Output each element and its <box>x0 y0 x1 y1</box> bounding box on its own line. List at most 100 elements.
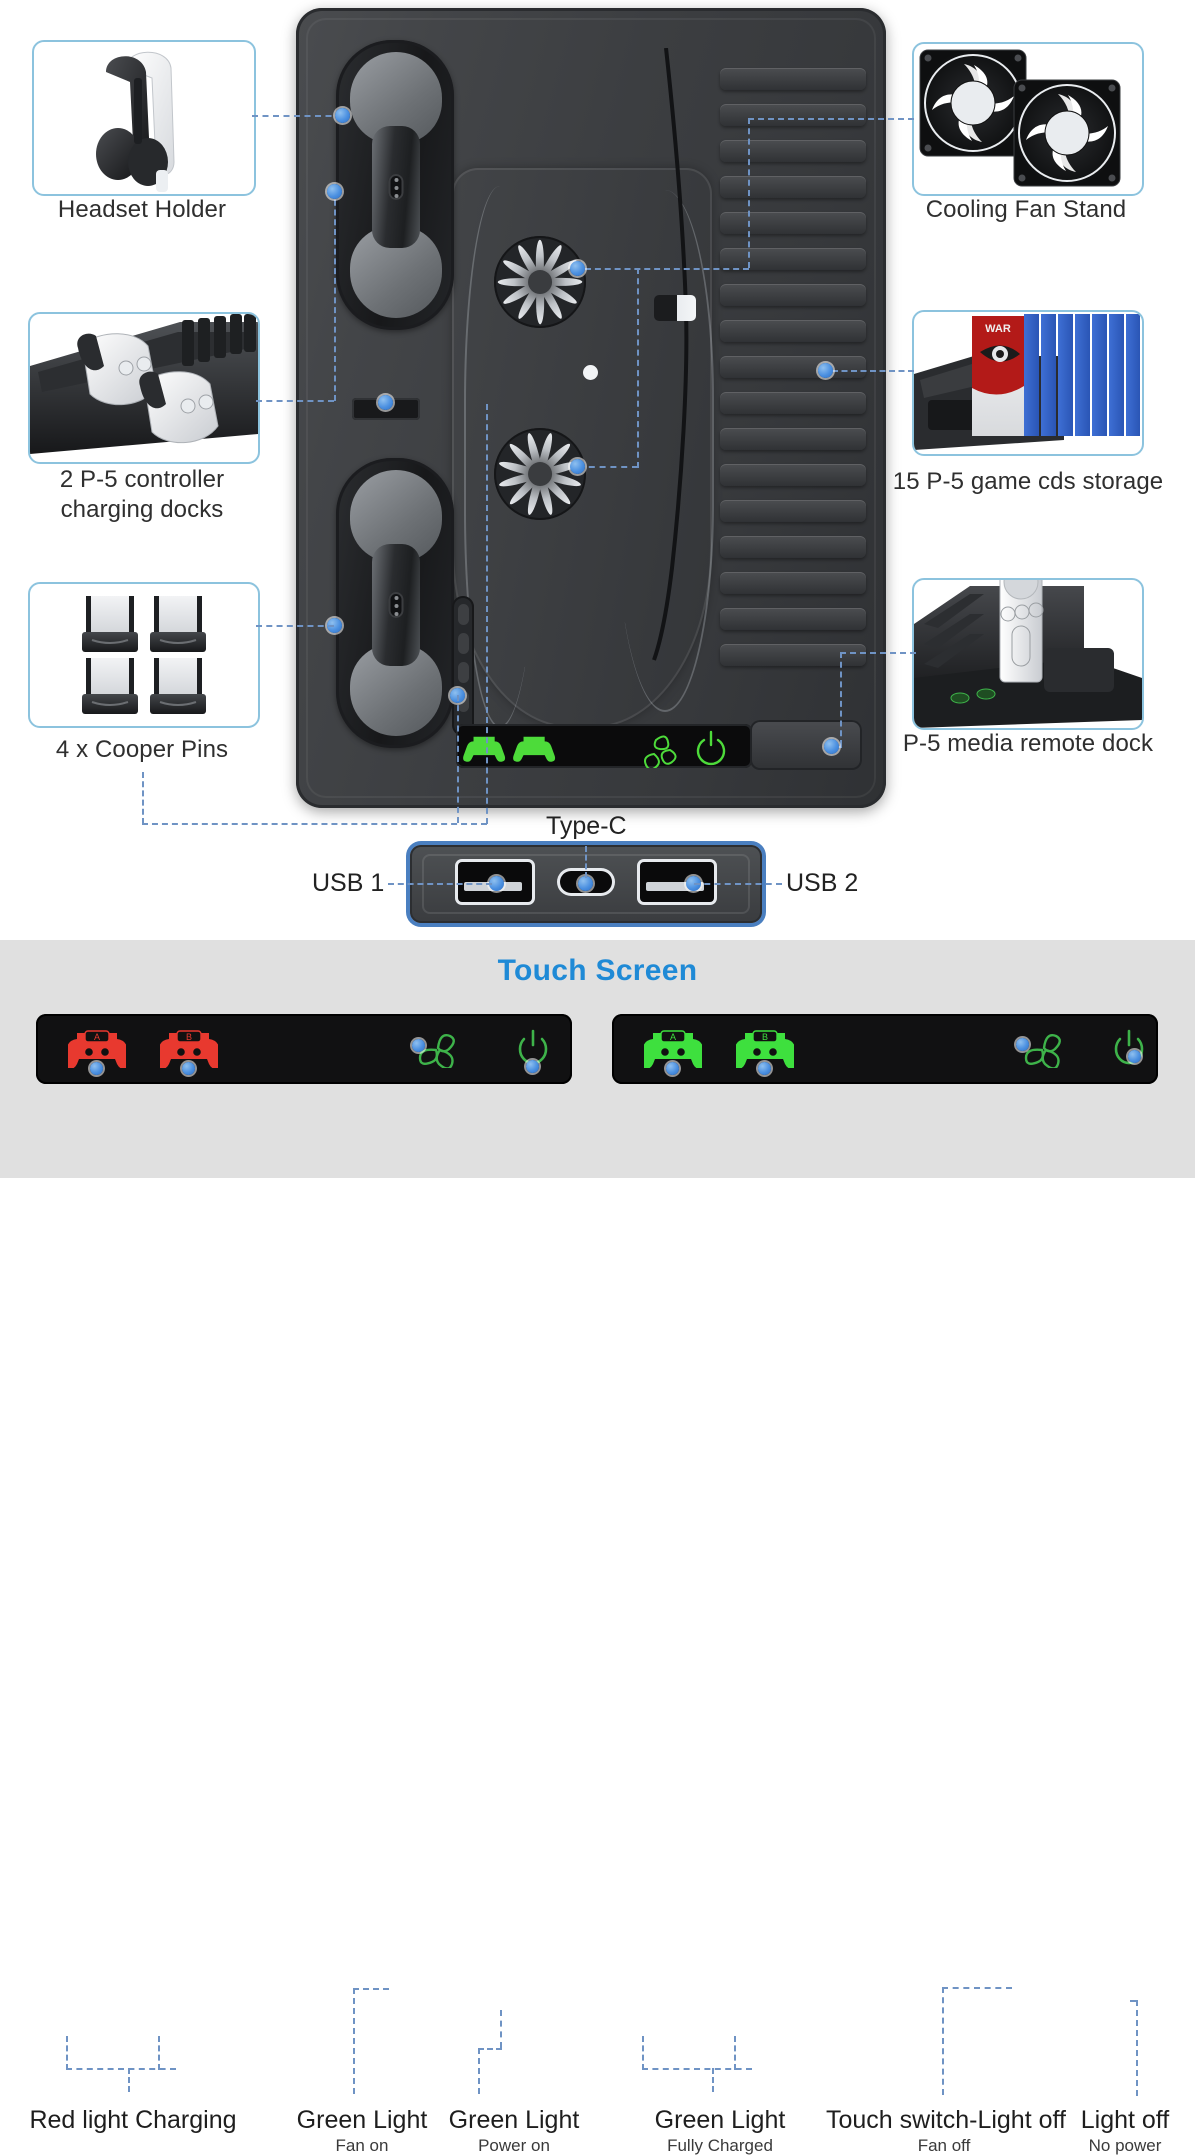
stand-fan-top <box>494 236 586 328</box>
connector-cooling-fan-h3 <box>578 466 638 468</box>
svg-text:B: B <box>186 1032 192 1042</box>
callout-headset-holder-label: Headset Holder <box>57 196 227 223</box>
connector-right-charging-drop <box>712 2068 714 2092</box>
hotspot-left-controller-a[interactable] <box>90 1062 103 1075</box>
controller-b-green-icon: B <box>736 1030 794 1068</box>
cradle-bar <box>372 126 420 248</box>
svg-text:A: A <box>94 1032 100 1042</box>
hotspot-right-fan[interactable] <box>1016 1038 1029 1051</box>
cd-slot-fin <box>720 500 866 522</box>
hotspot-controller-dock-top[interactable] <box>327 184 342 199</box>
hotspot-left-controller-b[interactable] <box>182 1062 195 1075</box>
connector-right-charging-v2 <box>734 2036 736 2070</box>
connector-media-remote-h2 <box>838 746 842 748</box>
controller-a-green-icon: A <box>644 1030 702 1068</box>
product-remote-dock <box>750 720 862 770</box>
connector-cooper-pins-v <box>142 772 144 824</box>
sublabel-fan-off: Fan off <box>917 2136 971 2155</box>
cd-slot-fin <box>720 536 866 558</box>
cd-slot-fin <box>720 464 866 486</box>
touch-screen-section: Touch Screen A B <box>0 940 1195 2155</box>
hotspot-remote-dock[interactable] <box>824 739 839 754</box>
cooling-fan-icon <box>919 49 1121 187</box>
cooper-pin-slider <box>452 596 474 736</box>
usb-c-pin-icon <box>82 596 206 714</box>
connector-left-power-drop <box>478 2048 480 2094</box>
hotspot-right-power[interactable] <box>1128 1050 1141 1063</box>
hotspot-fan-bottom[interactable] <box>570 459 585 474</box>
cd-slot-fin <box>720 176 866 198</box>
hotspot-usb2[interactable] <box>686 876 701 891</box>
sublabel-fully-charged: Fully Charged <box>667 2136 773 2155</box>
label-green-light-power-on: Green Light <box>448 2106 580 2134</box>
hotspot-cds-storage[interactable] <box>818 363 833 378</box>
touch-panel-right: A B <box>612 1014 1158 1084</box>
connector-cooling-fan-v2 <box>637 268 639 468</box>
product-touch-strip <box>456 724 752 771</box>
connector-controller-docks-v <box>334 190 336 401</box>
callout-cds-storage-label: 15 P-5 game cds storage <box>892 468 1164 495</box>
hotspot-fan-top[interactable] <box>570 261 585 276</box>
hotspot-typec[interactable] <box>578 876 593 891</box>
touch-panel-left: A B <box>36 1014 572 1084</box>
console-curve-right <box>616 190 714 712</box>
callout-headset-holder <box>32 40 256 196</box>
hotspot-left-fan[interactable] <box>412 1039 425 1052</box>
connector-cooling-fan-v <box>748 118 750 268</box>
connector-right-power-v <box>1136 2000 1138 2096</box>
cd-slot-fin <box>720 284 866 306</box>
hotspot-controller-dock-bottom[interactable] <box>327 618 342 633</box>
connector-cooling-fan-h2 <box>585 268 749 270</box>
connector-left-fan <box>353 1988 389 1990</box>
connector-media-remote <box>840 652 916 654</box>
svg-text:A: A <box>670 1032 676 1042</box>
usb-tongue <box>646 882 704 891</box>
connector-media-remote-v <box>840 652 842 746</box>
product-stand-illustration <box>296 8 886 808</box>
cd-slot-fin <box>720 356 866 378</box>
power-off-icon <box>1114 1029 1144 1065</box>
callout-cooper-pins-label: 4 x Cooper Pins <box>55 736 229 763</box>
touch-screen-title: Touch Screen <box>497 954 698 987</box>
callout-media-remote-label: P-5 media remote dock <box>902 730 1154 757</box>
fan-off-icon <box>1024 1034 1061 1068</box>
cradle-bar <box>372 544 420 666</box>
connector-usb1 <box>388 883 492 885</box>
connector-controller-docks <box>256 400 334 402</box>
usb1-label: USB 1 <box>312 869 385 897</box>
connector-left-charging-drop <box>128 2068 130 2092</box>
controller-cradle-bottom <box>336 458 454 748</box>
hotspot-usb1[interactable] <box>489 876 504 891</box>
hotspot-cooper-pin-slot[interactable] <box>378 395 393 410</box>
connector-right-fan-v <box>942 1987 944 2095</box>
callout-controller-docks-label-1: 2 P-5 controller <box>59 466 225 493</box>
fan-on-icon <box>418 1034 455 1068</box>
usb-cable <box>652 48 689 661</box>
svg-text:B: B <box>762 1032 768 1042</box>
cd-slot-fin <box>720 320 866 342</box>
stand-fan-bottom <box>494 428 586 520</box>
charging-contact <box>388 174 404 200</box>
hotspot-left-power[interactable] <box>526 1060 539 1073</box>
label-red-light-charging: Red light Charging <box>29 2106 237 2134</box>
callout-cooling-fan-label: Cooling Fan Stand <box>925 196 1127 223</box>
hotspot-headset[interactable] <box>335 108 350 123</box>
controller-dock-icon <box>30 314 258 454</box>
svg-text:WAR: WAR <box>985 323 1011 335</box>
callout-cds-storage: WAR <box>912 310 1144 456</box>
cd-slot-fin <box>720 104 866 126</box>
hotspot-right-controller-a[interactable] <box>666 1062 679 1075</box>
media-remote-icon <box>914 580 1142 728</box>
controller-a-red-icon: A <box>68 1030 126 1068</box>
hotspot-right-controller-b[interactable] <box>758 1062 771 1075</box>
cd-slot-fin <box>720 140 866 162</box>
cd-slot-fin <box>720 644 866 666</box>
connector-left-power-v <box>500 2010 502 2048</box>
callout-media-remote <box>912 578 1144 730</box>
connector-cooper-pins-h <box>142 823 487 825</box>
sublabel-no-power: No power <box>1088 2136 1162 2155</box>
usb-port-2[interactable] <box>640 862 714 902</box>
charging-contact <box>388 592 404 618</box>
cd-slot-fin <box>720 68 866 90</box>
cd-slot-fin <box>720 608 866 630</box>
